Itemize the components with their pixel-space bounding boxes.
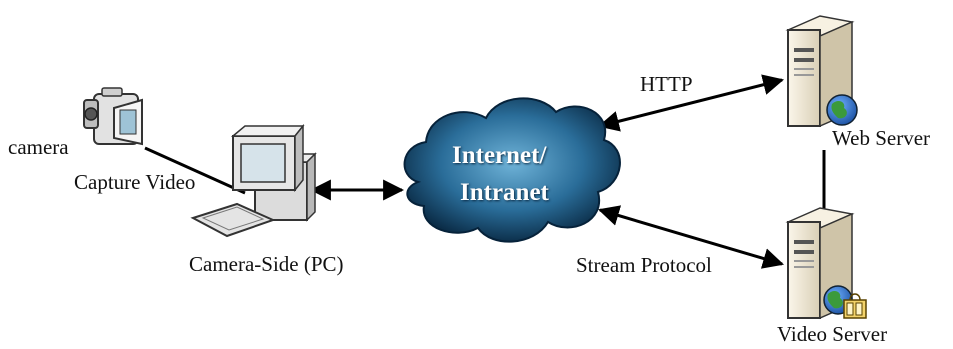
capture-video-label: Capture Video xyxy=(74,170,196,194)
web-server-icon xyxy=(785,15,858,128)
cloud-label-line2: Intranet xyxy=(460,179,549,206)
cloud-icon xyxy=(403,97,621,243)
http-label: HTTP xyxy=(640,72,693,96)
camera-to-pc-line xyxy=(144,146,246,195)
stream-arrow xyxy=(597,205,785,269)
connections xyxy=(144,74,826,269)
camera-label: camera xyxy=(8,135,69,159)
camera-side-pc-label: Camera-Side (PC) xyxy=(189,252,344,276)
camcorder-icon xyxy=(83,87,143,146)
stream-protocol-label: Stream Protocol xyxy=(576,253,712,277)
film-icon xyxy=(843,293,867,319)
web-server-label: Web Server xyxy=(832,126,931,150)
video-server-icon xyxy=(785,207,867,320)
http-arrow xyxy=(597,74,785,132)
desktop-computer-icon xyxy=(190,123,317,238)
video-server-label: Video Server xyxy=(777,322,888,346)
cloud-label-line1: Internet/ xyxy=(452,142,547,169)
